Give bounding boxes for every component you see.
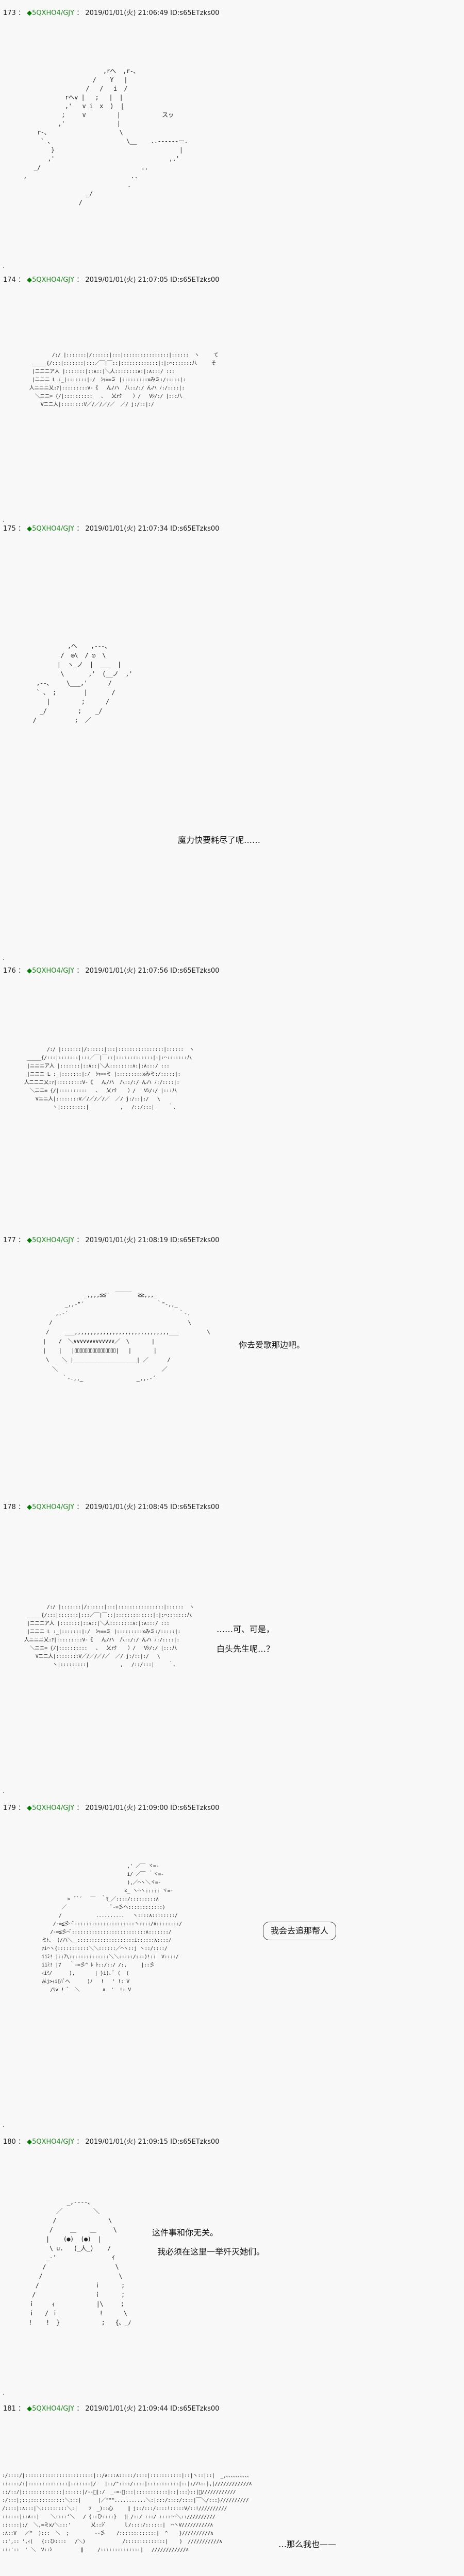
trip-code[interactable]: 5QXHO4/GJY [32,967,75,975]
post-date: 2019/01/01(火) 21:09:44 [85,2405,168,2413]
post-header: 173 ： ◆5QXHO4/GJY ： 2019/01/01(火) 21:06:… [3,9,220,17]
post-number[interactable]: 180 [3,2138,16,2146]
trip-diamond-icon: ◆ [27,2405,32,2413]
trip-code[interactable]: 5QXHO4/GJY [32,2138,75,2146]
post-date: 2019/01/01(火) 21:09:00 [85,1804,168,1812]
trip-code[interactable]: 5QXHO4/GJY [32,1236,75,1244]
trip-diamond-icon: ◆ [27,967,32,975]
post-number[interactable]: 174 [3,276,16,284]
post-date: 2019/01/01(火) 21:07:56 [85,967,168,975]
ascii-art: /:/ |:::::::|/::::::|:::|:::::::::::::::… [24,1604,194,1668]
ascii-art: _,‐‐‐‐、 ／ ＼ / \ / ＿ ＿ \ | (●) (●) | \ u.… [28,2198,131,2326]
dialogue-line: 你去爱歌那边吧。 [239,1340,305,1350]
poster-id[interactable]: ID:s65ETzks00 [170,1503,220,1511]
post-date: 2019/01/01(火) 21:07:34 [85,525,168,533]
trip-code[interactable]: 5QXHO4/GJY [32,276,75,284]
poster-id[interactable]: ID:s65ETzks00 [170,276,220,284]
ascii-art: ,rへ ,r‐、 / Y | / / i / rへv | ; | | ,' v … [23,67,188,206]
ascii-art: ,' ／￣ ヾ=‐ i/ ／￣ ｀ヾ=‐ ),／⌒ヽ＼ヾ=‐ ∠_ ヽ⌒ヽ:::… [41,1863,182,1993]
trip-diamond-icon: ◆ [27,276,32,284]
post-header: 179 ： ◆5QXHO4/GJY ： 2019/01/01(火) 21:09:… [3,1804,220,1812]
poster-id[interactable]: ID:s65ETzks00 [170,1236,220,1244]
trip-diamond-icon: ◆ [27,1804,32,1812]
trip-diamond-icon: ◆ [27,9,32,17]
post-date: 2019/01/01(火) 21:08:19 [85,1236,168,1244]
post-number[interactable]: 175 [3,525,16,533]
trip-code[interactable]: 5QXHO4/GJY [32,9,75,17]
dialogue-line: ……可、可是， [217,1624,275,1634]
post-header: 175 ： ◆5QXHO4/GJY ： 2019/01/01(火) 21:07:… [3,525,220,533]
speech-bubble: 我会去追那帮人 [263,1922,337,1940]
post-date: 2019/01/01(火) 21:06:49 [85,9,168,17]
trip-code[interactable]: 5QXHO4/GJY [32,1503,75,1511]
trip-diamond-icon: ◆ [27,2138,32,2146]
ascii-art: /:/ |:::::::|/::::::|:::|:::::::::::::::… [24,1047,194,1110]
poster-id[interactable]: ID:s65ETzks00 [170,967,220,975]
dialogue-line: 这件事和你无关。 [152,2228,219,2238]
ascii-art: _,,,,≦≦" ￣￣￣ ≧≧,,,_ _,,‐"´ ｀"‐,,_ ,.‐´ ｀… [42,1292,210,1382]
trip-diamond-icon: ◆ [27,1236,32,1244]
poster-id[interactable]: ID:s65ETzks00 [170,2405,220,2413]
trip-code[interactable]: 5QXHO4/GJY [32,525,75,533]
post-number[interactable]: 177 [3,1236,16,1244]
post-header: 178 ： ◆5QXHO4/GJY ： 2019/01/01(火) 21:08:… [3,1503,220,1511]
post-header: 176 ： ◆5QXHO4/GJY ： 2019/01/01(火) 21:07:… [3,967,220,975]
post-number[interactable]: 178 [3,1503,16,1511]
post-number[interactable]: 181 [3,2405,16,2413]
post-header: 174 ： ◆5QXHO4/GJY ： 2019/01/01(火) 21:07:… [3,276,220,284]
dialogue-line: …那么我也—— [278,2539,337,2549]
post-date: 2019/01/01(火) 21:09:15 [85,2138,168,2146]
poster-id[interactable]: ID:s65ETzks00 [170,1804,220,1812]
poster-id[interactable]: ID:s65ETzks00 [170,2138,220,2146]
trip-diamond-icon: ◆ [27,525,32,533]
dialogue-line: 白头先生呢…？ [217,1644,275,1654]
trip-diamond-icon: ◆ [27,1503,32,1511]
post-header: 177 ： ◆5QXHO4/GJY ： 2019/01/01(火) 21:08:… [3,1236,220,1244]
post-date: 2019/01/01(火) 21:08:45 [85,1503,168,1511]
dialogue-line: 魔力快要耗尽了呢…… [178,835,261,845]
trip-code[interactable]: 5QXHO4/GJY [32,1804,75,1812]
post-number[interactable]: 176 [3,967,16,975]
post-number[interactable]: 179 [3,1804,16,1812]
trip-code[interactable]: 5QXHO4/GJY [32,2405,75,2413]
ascii-art: :/::::/|::::::::::::::::::::::::|::/∧:::… [2,2473,252,2553]
dialogue-line: 我必须在这里一举歼灭她们。 [152,2247,265,2257]
post-header: 180 ： ◆5QXHO4/GJY ： 2019/01/01(火) 21:09:… [3,2138,220,2146]
post-number[interactable]: 173 [3,9,16,17]
post-header: 181 ： ◆5QXHO4/GJY ： 2019/01/01(火) 21:09:… [3,2405,220,2413]
poster-id[interactable]: ID:s65ETzks00 [170,9,220,17]
ascii-art: /:/ |:::::::|/::::::|:::|:::::::::::::::… [29,352,219,408]
ascii-art: ,へ ,‐‐‐、 / ◎\ / ◎ \ | ヽ_ノ | ___ | \ ,' (… [32,642,133,724]
post-date: 2019/01/01(火) 21:07:05 [85,276,168,284]
poster-id[interactable]: ID:s65ETzks00 [170,525,220,533]
